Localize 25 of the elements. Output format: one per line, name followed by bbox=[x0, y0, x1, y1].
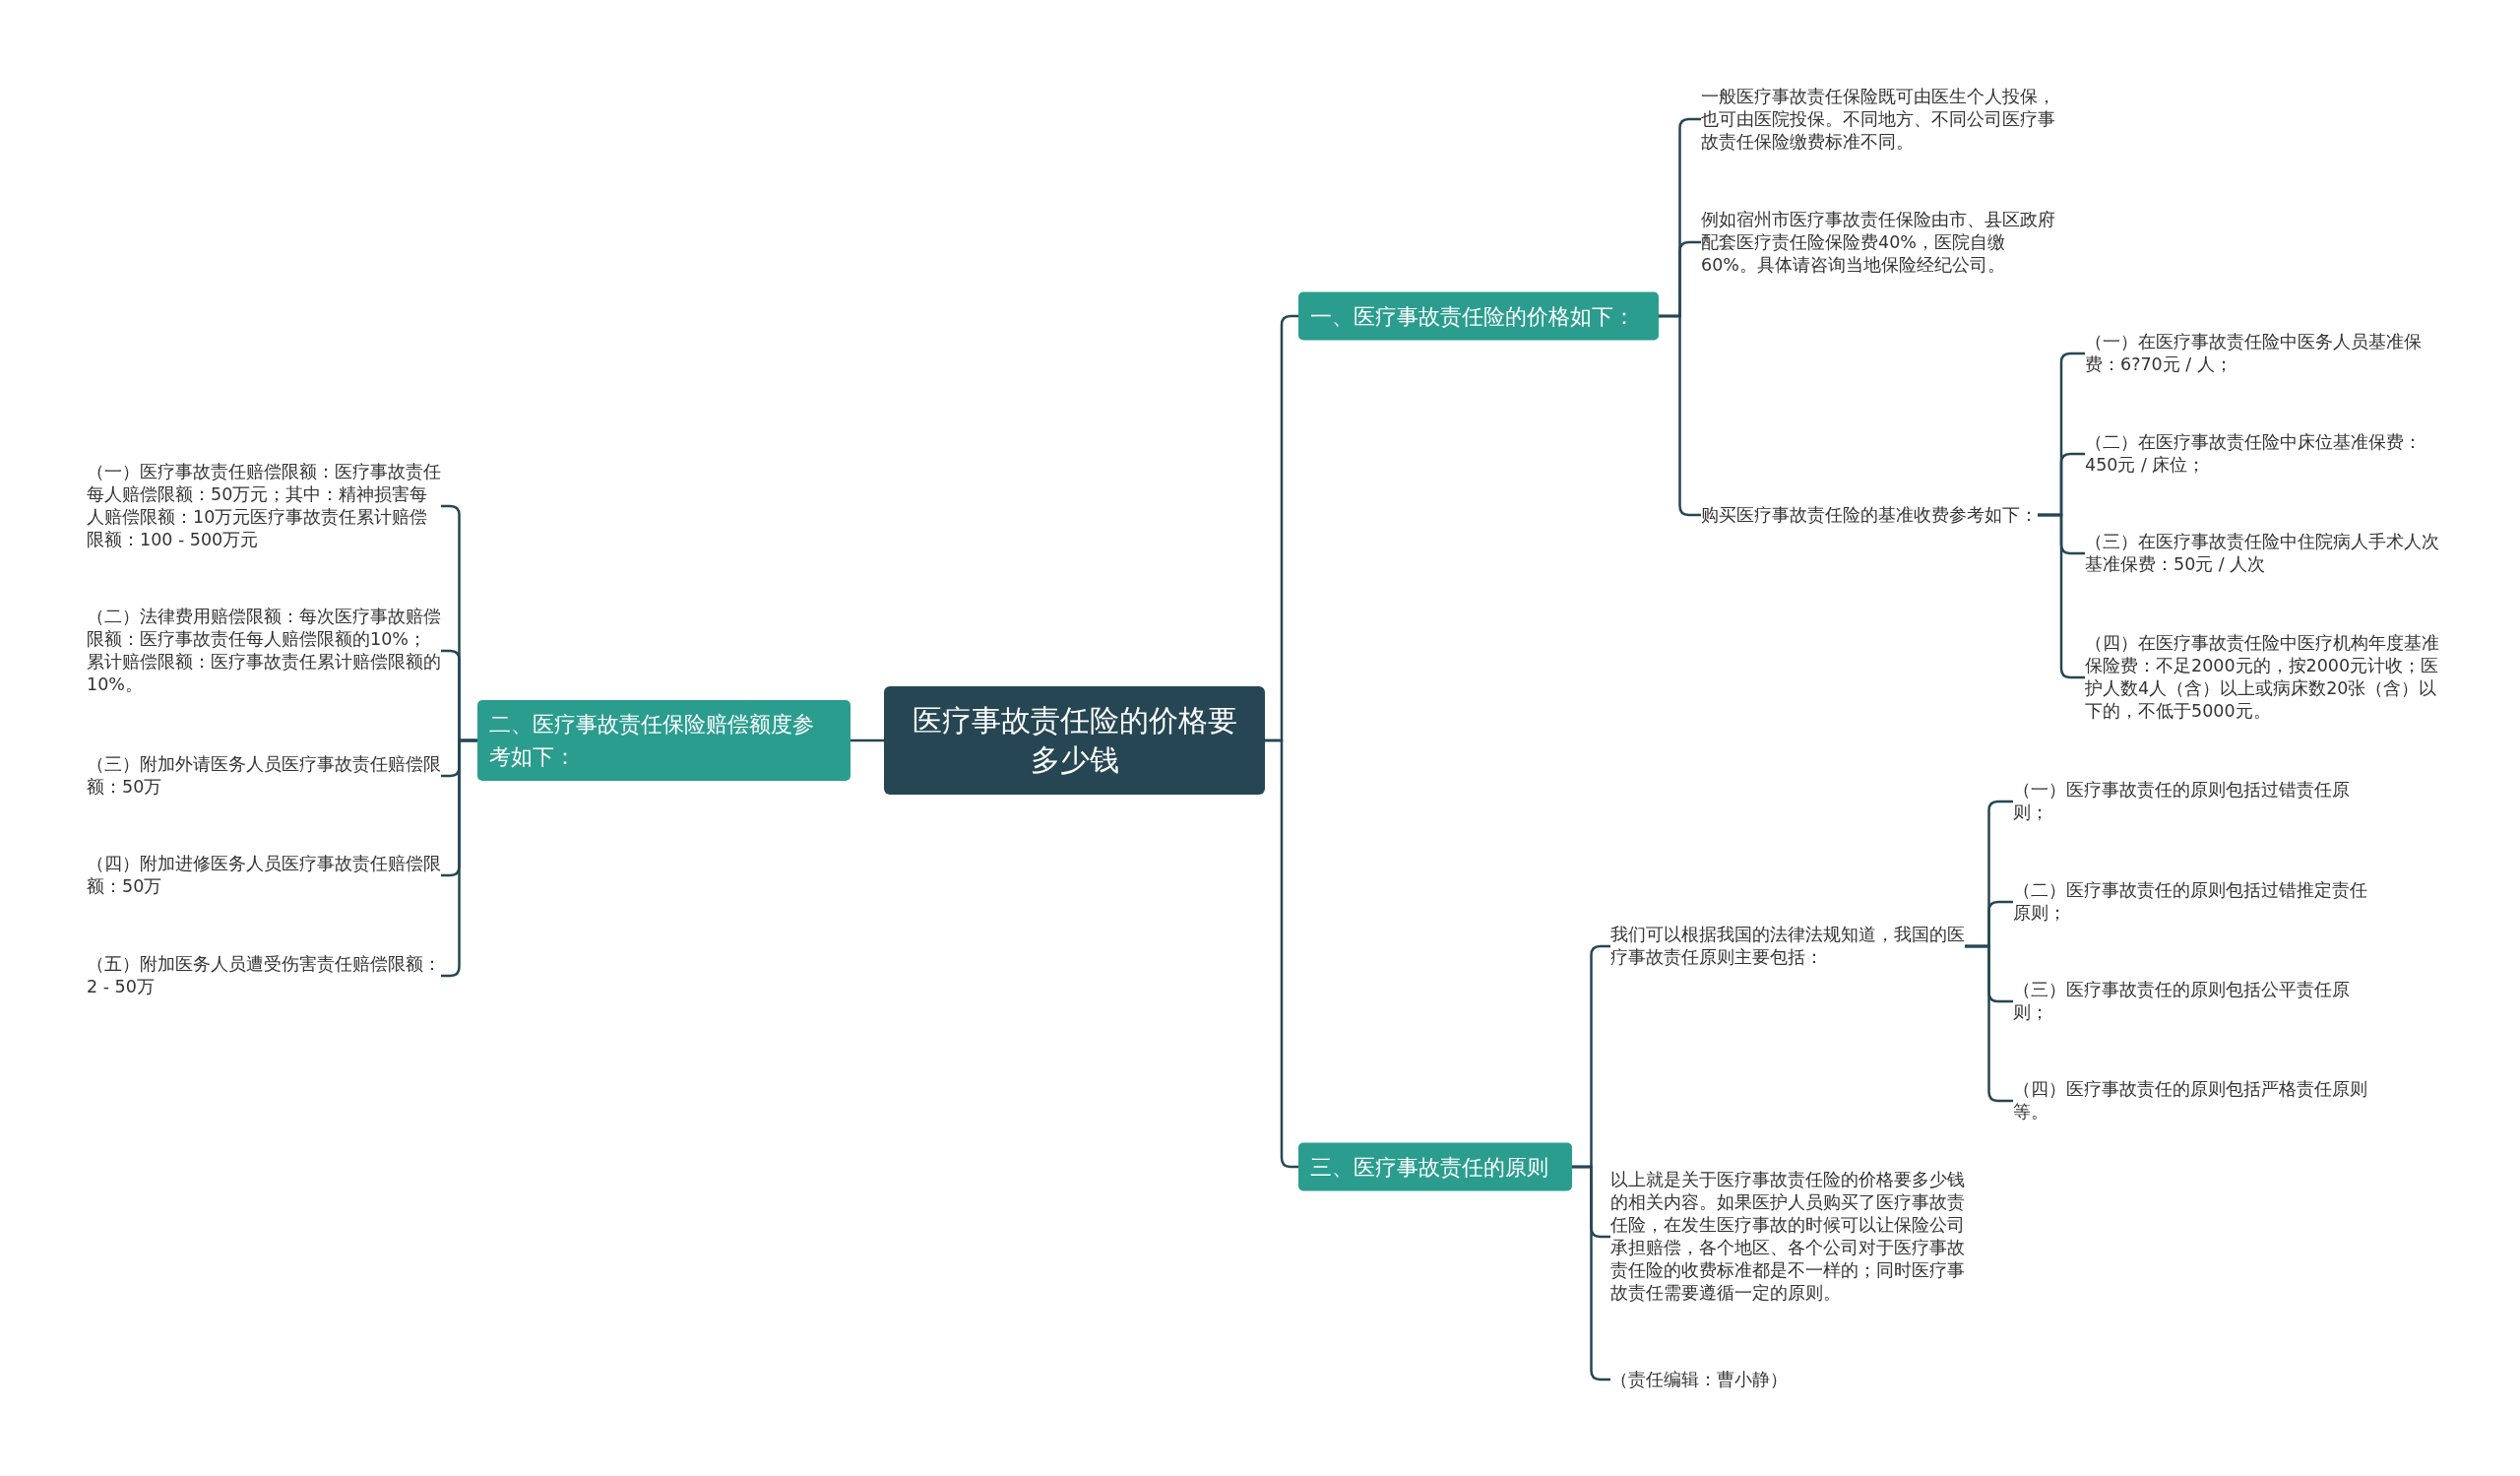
note-text: 我们可以根据我国的法律法规知道，我国的医疗事故责任原则主要包括： bbox=[1610, 924, 1965, 969]
branch-topic-box: 二、医疗事故责任保险赔偿额度参考如下： bbox=[477, 700, 850, 781]
note-text: （一）在医疗事故责任险中医务人员基准保费：6?70元 / 人； bbox=[2085, 331, 2439, 376]
note-text: （三）在医疗事故责任险中住院病人手术人次基准保费：50元 / 人次 bbox=[2085, 531, 2439, 576]
note-text: 一般医疗事故责任保险既可由医生个人投保，也可由医院投保。不同地方、不同公司医疗事故责任保险缴费标准不同。 bbox=[1701, 85, 2055, 154]
note-text: （二）在医疗事故责任险中床位基准保费：450元 / 床位； bbox=[2085, 431, 2439, 477]
note-text: （五）附加医务人员遭受伤害责任赔偿限额：2 - 50万 bbox=[87, 953, 441, 998]
note-text: （一）医疗事故责任的原则包括过错责任原则； bbox=[2013, 779, 2367, 824]
branch-topic-box: 三、医疗事故责任的原则 bbox=[1298, 1142, 1572, 1191]
note-text: 例如宿州市医疗事故责任保险由市、县区政府配套医疗责任险保险费40%，医院自缴60%。具体请咨询当地保险经纪公司。 bbox=[1701, 208, 2055, 277]
note-text: （三）附加外请医务人员医疗事故责任赔偿限额：50万 bbox=[87, 753, 441, 799]
note-text: （一）医疗事故责任赔偿限额：医疗事故责任每人赔偿限额：50万元；其中：精神损害每人赔偿限额：10万元医疗事故责任累计赔偿限额：100 - 500万元 bbox=[87, 461, 441, 551]
note-text: （四）医疗事故责任的原则包括严格责任原则等。 bbox=[2013, 1078, 2367, 1123]
note-text: 以上就是关于医疗事故责任险的价格要多少钱的相关内容。如果医护人员购买了医疗事故责任险，在发生医疗事故的时候可以让保险公司承担赔偿，各个地区、各个公司对于医疗事故责任险的收费标准都是不一样的；同时医疗事故责任需要遵循一定的原则。 bbox=[1610, 1169, 1965, 1305]
note-text: （三）医疗事故责任的原则包括公平责任原则； bbox=[2013, 979, 2367, 1024]
connector-line bbox=[850, 738, 884, 742]
branch-topic-box: 一、医疗事故责任险的价格如下： bbox=[1298, 291, 1659, 341]
note-text: （责任编辑：曹小静） bbox=[1610, 1368, 1788, 1391]
note-text: （二）法律费用赔偿限额：每次医疗事故赔偿限额：医疗事故责任每人赔偿限额的10%；累计赔偿限额：医疗事故责任累计赔偿限额的10%。 bbox=[87, 606, 441, 696]
note-text: （二）医疗事故责任的原则包括过错推定责任原则； bbox=[2013, 879, 2367, 925]
note-text: （四）附加进修医务人员医疗事故责任赔偿限额：50万 bbox=[87, 853, 441, 898]
connector-line bbox=[1265, 738, 1298, 1169]
note-text: （四）在医疗事故责任险中医疗机构年度基准保险费：不足2000元的，按2000元计收；医护人数4人（含）以上或病床数20张（含）以下的，不低于5000元。 bbox=[2085, 632, 2439, 723]
central-topic-box: 医疗事故责任险的价格要多少钱 bbox=[884, 686, 1265, 795]
note-text: 购买医疗事故责任险的基准收费参考如下： bbox=[1701, 503, 2038, 527]
